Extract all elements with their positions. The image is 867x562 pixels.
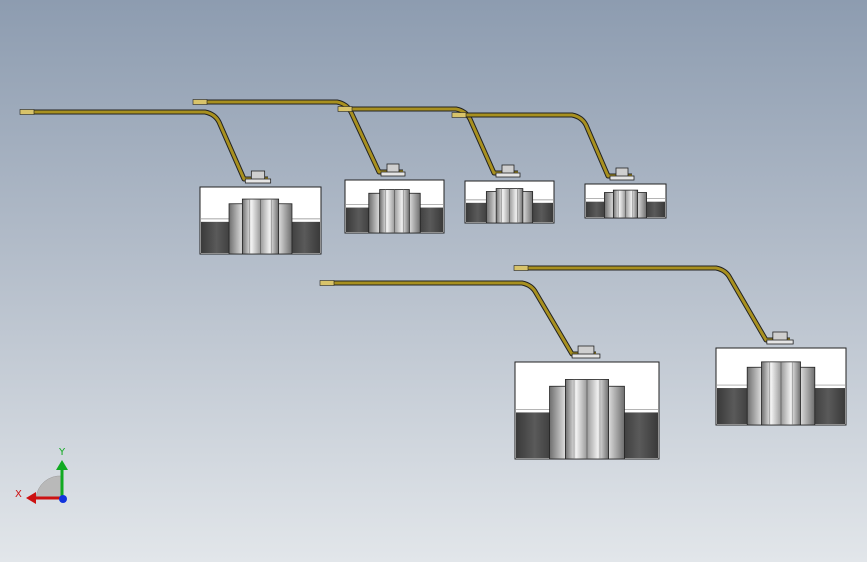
end-cap-right xyxy=(643,201,665,217)
handle-lever[interactable] xyxy=(20,110,268,181)
handle-grip xyxy=(451,112,467,118)
handle-lever[interactable] xyxy=(452,113,632,178)
valve-2[interactable] xyxy=(192,99,445,234)
end-cap-right xyxy=(529,202,553,222)
coordinate-triad-icon: Y X xyxy=(15,447,68,504)
stem-washer xyxy=(495,172,521,178)
end-cap-right xyxy=(417,207,443,232)
handle-grip xyxy=(192,99,208,105)
stem-washer xyxy=(609,175,635,181)
valve-assembly-group[interactable] xyxy=(19,99,847,460)
handle-grip xyxy=(19,109,35,115)
end-cap-left xyxy=(466,202,490,222)
stem-washer xyxy=(766,339,794,345)
end-cap-left xyxy=(586,201,608,217)
y-axis-label: Y xyxy=(58,447,66,458)
z-axis-marker xyxy=(59,495,67,503)
x-axis-label: X xyxy=(15,489,22,500)
valve-5[interactable] xyxy=(319,280,660,460)
handle-grip xyxy=(319,280,335,286)
stem-washer xyxy=(571,353,601,359)
stem-washer xyxy=(244,178,272,184)
handle-lever[interactable] xyxy=(193,100,403,174)
end-cap-left xyxy=(717,388,751,424)
handle-lever-outline xyxy=(320,280,596,357)
end-cap-left xyxy=(201,221,233,253)
end-cap-left xyxy=(346,207,372,232)
stem-washer xyxy=(380,171,406,177)
handle-lever[interactable] xyxy=(320,281,596,356)
end-cap-left xyxy=(516,412,554,458)
valve-6[interactable] xyxy=(513,265,847,426)
end-cap-right xyxy=(288,221,320,253)
valve-1[interactable] xyxy=(19,109,322,255)
handle-lever[interactable] xyxy=(514,266,790,342)
end-cap-right xyxy=(811,388,845,424)
handle-grip xyxy=(513,265,529,271)
end-cap-right xyxy=(620,412,658,458)
valve-4[interactable] xyxy=(451,112,667,219)
handle-grip xyxy=(337,106,353,112)
